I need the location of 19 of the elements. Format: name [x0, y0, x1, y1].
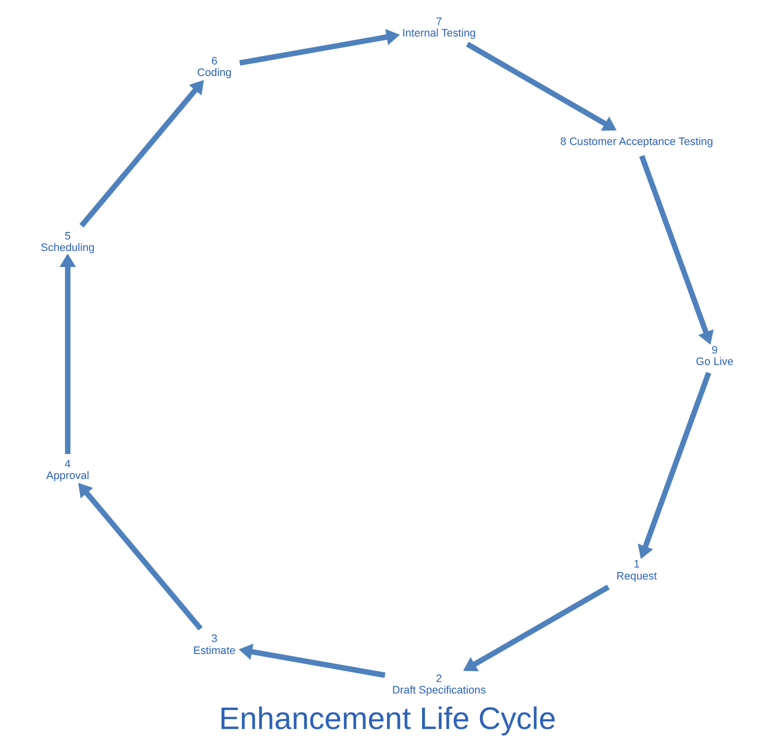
diagram-title: Enhancement Life Cycle — [218, 701, 556, 736]
node-text: 7 Internal Testing — [402, 16, 476, 40]
node-text: 5 Scheduling — [40, 230, 95, 254]
arrow — [79, 80, 204, 228]
arrow — [638, 372, 712, 560]
node-text: 9 Go Live — [696, 344, 734, 368]
node-text: 8 Customer Acceptance Testing — [560, 136, 714, 148]
arrow — [78, 482, 203, 630]
node-text: 2 Draft Specifications — [392, 672, 486, 696]
arrow — [60, 254, 76, 454]
arrow — [238, 644, 386, 678]
arrow — [466, 42, 617, 131]
arrow — [463, 584, 610, 672]
arrow — [239, 28, 400, 66]
node-text: 6 Coding — [197, 55, 232, 80]
node-text: 4 Approval — [46, 458, 90, 482]
arrow — [639, 155, 714, 345]
node-text: 3 Estimate — [193, 633, 236, 657]
node-text: 1 Request — [616, 558, 657, 582]
